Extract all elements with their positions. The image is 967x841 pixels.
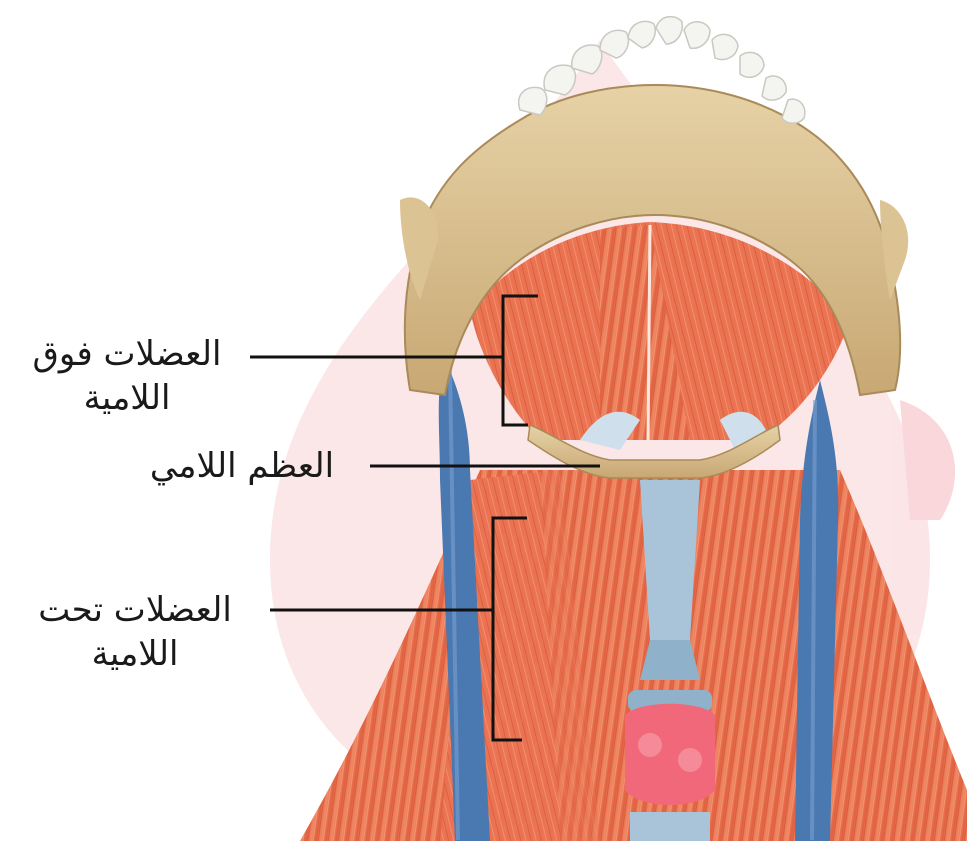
infrahyoid-muscles-label: العضلات تحت اللامية (12, 588, 258, 676)
hyoid-bone-label-text: العظم اللامي (118, 444, 366, 488)
hyoid-bone-label: العظم اللامي (118, 444, 366, 488)
infrahyoid-label-line1: العضلات تحت (12, 588, 258, 632)
suprahyoid-label-line1: العضلات فوق (8, 332, 246, 376)
suprahyoid-muscles-label: العضلات فوق اللامية (8, 332, 246, 420)
infrahyoid-label-line2: اللامية (12, 632, 258, 676)
suprahyoid-label-line2: اللامية (8, 376, 246, 420)
